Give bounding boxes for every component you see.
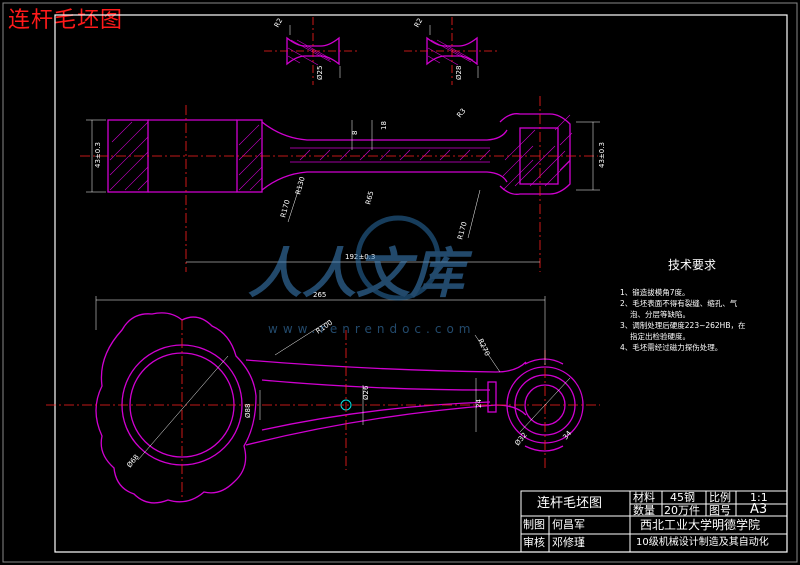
- r270-dim: R270: [476, 337, 491, 357]
- part-name: 连杆毛坯图: [537, 496, 603, 511]
- r170-right-dim: R170: [456, 221, 468, 241]
- big-bore-dim: Ø68: [125, 453, 140, 469]
- small-bore-dim: Ø32: [513, 431, 528, 447]
- rod-width-dim: Ø26: [362, 385, 370, 400]
- tech-item: 4、毛坯需经过磁力探伤处理。: [620, 343, 723, 352]
- tech-item: 1、锻造拔模角7度。: [620, 288, 690, 297]
- scale-value: 1:1: [750, 491, 768, 504]
- drawing-corner-title: 连杆毛坯图: [8, 8, 124, 33]
- sec1-r-dim: R2: [273, 17, 285, 29]
- drawing-no-label: 图号: [709, 504, 731, 517]
- r130-dim: R130: [294, 176, 306, 196]
- sec2-dia-dim: Ø28: [455, 66, 463, 80]
- plan-view: [95, 312, 584, 504]
- tech-item: 3、调制处理后硬度223~262HB，在: [620, 321, 746, 330]
- bottom-length-dim: 265: [313, 291, 326, 299]
- r65-dim: R65: [364, 190, 375, 205]
- r3-dim: R3: [455, 107, 467, 119]
- school-name: 西北工业大学明德学院: [640, 518, 761, 532]
- center-height-dim: Ø88: [244, 404, 252, 418]
- side-view-hatch: [109, 114, 573, 191]
- tech-item: 2、毛坯表面不得有裂缝、缩孔、气: [620, 299, 738, 308]
- watermark-brand: 人人文库: [248, 241, 473, 305]
- material-value: 45钢: [670, 491, 695, 504]
- web24-dim: 24: [475, 399, 483, 408]
- material-label: 材料: [633, 491, 655, 504]
- quantity-label: 数量: [633, 504, 655, 517]
- side-view: [107, 113, 571, 195]
- class-name: 10级机械设计制造及其自动化: [636, 537, 769, 548]
- sec2-r-dim: R2: [413, 17, 425, 29]
- scale-label: 比例: [709, 491, 731, 504]
- drawn-value: 何昌军: [552, 518, 585, 531]
- sec1-dia-dim: Ø25: [316, 66, 324, 80]
- checked-label: 审核: [523, 536, 545, 549]
- checked-value: 邓修瑾: [552, 536, 585, 549]
- section-view-right: [426, 36, 478, 66]
- watermark-url: www.renrendoc.com: [268, 322, 475, 336]
- title-block-grid: [520, 490, 788, 553]
- drawing-frame: [54, 14, 788, 553]
- r170-left-dim: R170: [279, 199, 291, 219]
- tech-requirements-title: 技术要求: [668, 258, 717, 272]
- tech-item: 泡、分层等缺陷。: [630, 310, 690, 319]
- left-height-dim: 43±0.3: [94, 142, 102, 168]
- section-view-left: [286, 36, 340, 66]
- quantity-value: 20万件: [664, 504, 700, 517]
- web18-dim: 18: [380, 121, 388, 130]
- drawn-label: 制图: [523, 518, 545, 531]
- web8-dim: 8: [351, 131, 359, 135]
- right-height-dim: 43±0.3: [598, 142, 606, 168]
- tech-requirements-list: 1、锻造拔模角7度。 2、毛坯表面不得有裂缝、缩孔、气 泡、分层等缺陷。 3、调…: [620, 287, 790, 353]
- web34-dim: 34: [561, 429, 573, 441]
- tech-item: 指定出检验硬度。: [630, 332, 690, 341]
- drawing-no-value: A3: [750, 502, 768, 517]
- watermark-logo: 人人文库 www.renrendoc.com: [248, 215, 475, 336]
